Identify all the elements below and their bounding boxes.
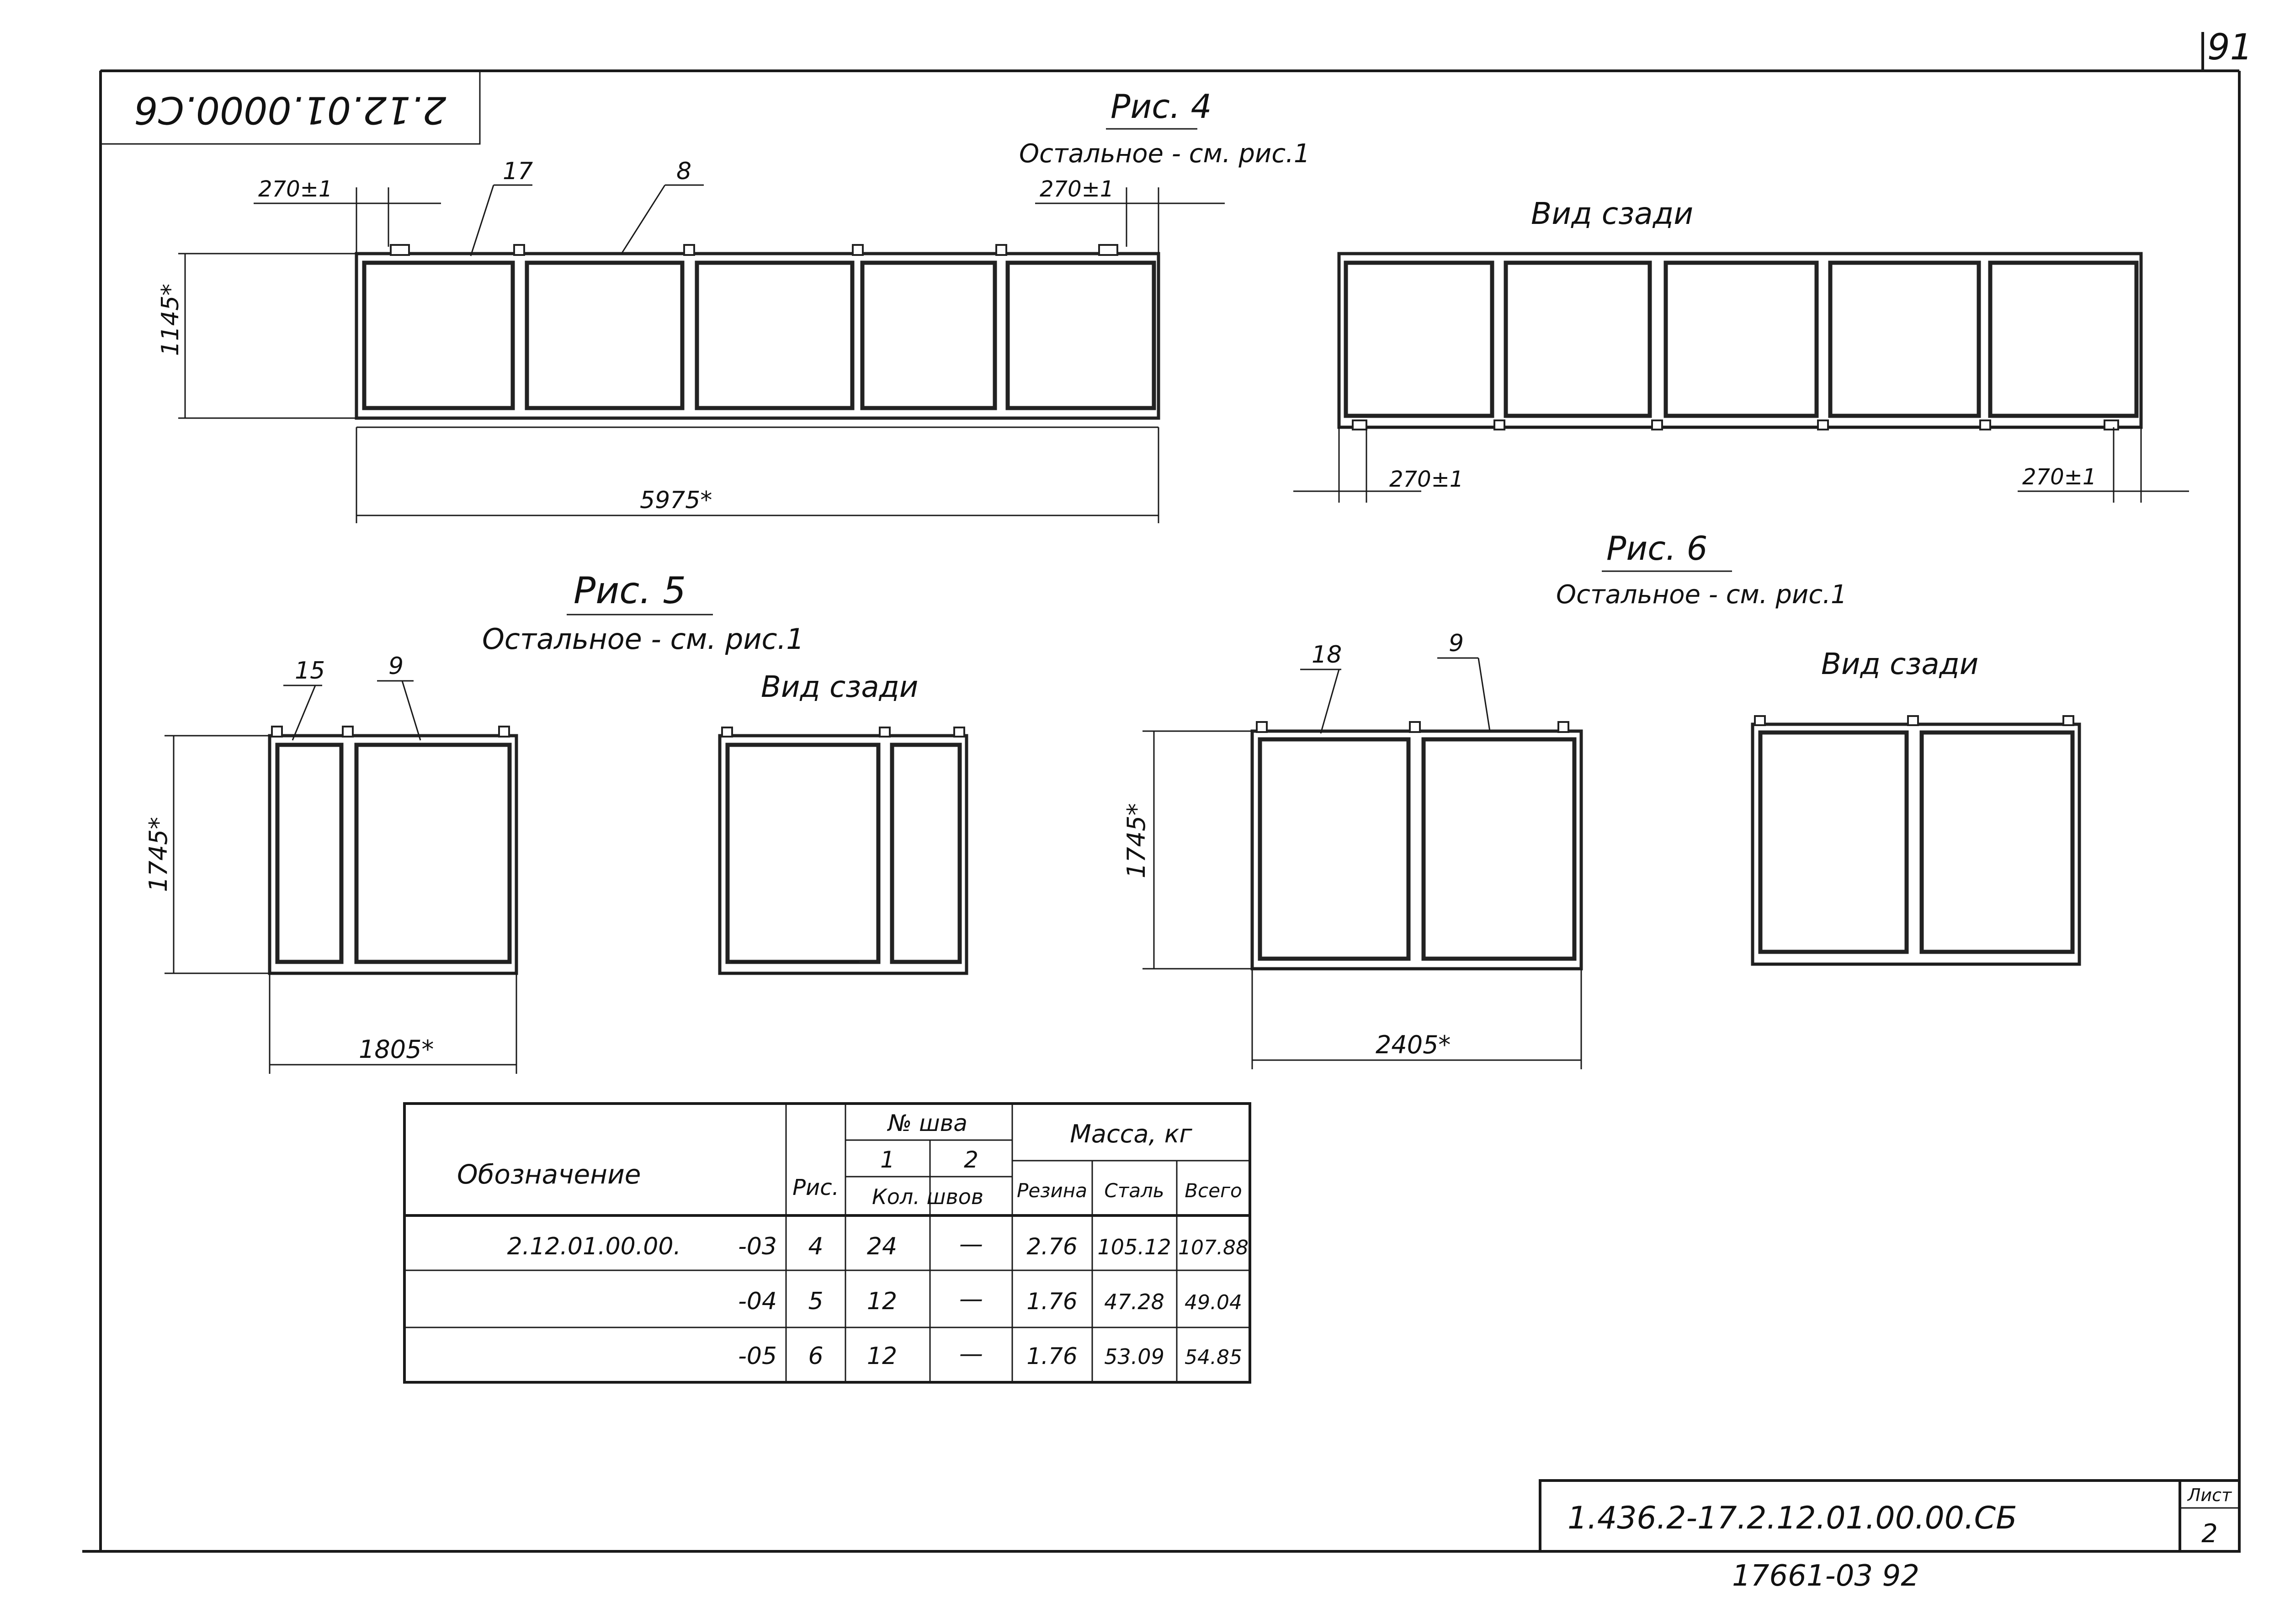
- row-rubber: 1.76: [1026, 1288, 1077, 1315]
- fig5-callout-9: 9: [388, 653, 404, 680]
- fig5-back-view: Вид сзади: [718, 670, 968, 975]
- fig4-dim-left: 270±1: [258, 176, 332, 202]
- th-seam-count: Кол. швов: [872, 1184, 983, 1209]
- fig5-callout-15: 15: [295, 657, 325, 685]
- rotated-stamp: 2.12.01.0000.С6: [100, 70, 481, 145]
- th-designation: Обозначение: [457, 1159, 641, 1190]
- fig4-dim-height: 1145*: [157, 284, 184, 356]
- row-rubber: 1.76: [1026, 1343, 1077, 1369]
- fig6-callout-18: 18: [1312, 641, 1342, 669]
- th-rubber: Резина: [1017, 1179, 1087, 1202]
- th-seam-no: № шва: [887, 1110, 967, 1136]
- table-row: -05 6 12 — 1.76 53.09 54.85: [738, 1340, 1242, 1370]
- row-steel: 47.28: [1104, 1290, 1164, 1314]
- stamp-code: 2.12.01.0000.С6: [134, 88, 446, 132]
- table-row: 2.12.01.00.00. -03 4 24 — 2.76 105.12 10…: [507, 1231, 1249, 1260]
- spec-table: Обозначение Рис. № шва 1 2 Кол. швов Мас…: [403, 1102, 1251, 1384]
- row-total: 54.85: [1185, 1346, 1242, 1369]
- fig5-dim-width: 1805*: [359, 1035, 434, 1064]
- row-variant: -03: [738, 1233, 777, 1260]
- archive-number: 17661-03 92: [1732, 1559, 1919, 1593]
- fig4-callout-8: 8: [676, 158, 691, 185]
- doc-code: 1.436.2-17.2.12.01.00.00.СБ: [1568, 1500, 2017, 1536]
- fig5-back-title: Вид сзади: [761, 670, 918, 704]
- table-row: -04 5 12 — 1.76 47.28 49.04: [738, 1285, 1242, 1315]
- fig6-back-view: Вид сзади: [1751, 647, 2081, 966]
- row-variant: -04: [738, 1288, 777, 1315]
- row-total: 49.04: [1185, 1291, 1242, 1314]
- row-code: 2.12.01.00.00.: [507, 1233, 681, 1260]
- fig6-front-view: Рис. 6 Остальное - см. рис.1 18 9 1745* …: [1122, 529, 1847, 1069]
- fig4-back-title: Вид сзади: [1531, 196, 1693, 231]
- row-seam2: —: [959, 1340, 983, 1368]
- row-seam1: 12: [867, 1288, 897, 1315]
- fig4-back-view: Вид сзади 270±1 270±1: [1293, 196, 2189, 503]
- fig6-callout-9: 9: [1449, 630, 1464, 657]
- fig4-back-dim-left: 270±1: [1389, 467, 1463, 492]
- fig5-note: Остальное - см. рис.1: [482, 622, 804, 656]
- fig4-callout-17: 17: [503, 158, 533, 185]
- row-seam1: 24: [867, 1233, 897, 1260]
- fig6-dim-width: 2405*: [1376, 1030, 1451, 1059]
- th-steel: Сталь: [1104, 1179, 1164, 1202]
- row-rubber: 2.76: [1026, 1233, 1077, 1260]
- th-seam-1: 1: [880, 1146, 895, 1173]
- fig4-title: Рис. 4: [1111, 87, 1212, 126]
- fig5-front-view: Рис. 5 Остальное - см. рис.1 15 9 1745* …: [144, 569, 804, 1074]
- row-fig: 5: [808, 1288, 823, 1315]
- fig4-dim-right: 270±1: [1040, 176, 1114, 202]
- fig4-back-dim-right: 270±1: [2022, 464, 2096, 490]
- row-total: 107.88: [1178, 1236, 1249, 1259]
- fig6-note: Остальное - см. рис.1: [1556, 580, 1847, 610]
- fig6-back-title: Вид сзади: [1821, 647, 1978, 681]
- fig4-dim-width: 5975*: [640, 487, 712, 514]
- th-mass: Масса, кг: [1070, 1120, 1192, 1148]
- row-fig: 4: [808, 1233, 823, 1260]
- row-steel: 105.12: [1098, 1235, 1171, 1259]
- th-fig: Рис.: [792, 1175, 839, 1200]
- row-seam2: —: [959, 1285, 983, 1313]
- row-seam1: 12: [867, 1343, 897, 1370]
- row-seam2: —: [959, 1231, 983, 1258]
- fig5-title: Рис. 5: [574, 569, 686, 612]
- fig6-title: Рис. 6: [1606, 529, 1707, 568]
- fig4-frame: [355, 244, 1160, 428]
- row-variant: -05: [738, 1343, 777, 1370]
- row-steel: 53.09: [1104, 1344, 1164, 1369]
- row-fig: 6: [808, 1343, 823, 1370]
- page-number: 91: [2207, 27, 2253, 68]
- th-total: Всего: [1185, 1179, 1242, 1202]
- sheet-label: Лист: [2187, 1485, 2232, 1505]
- fig5-dim-height: 1745*: [144, 817, 173, 892]
- fig4-note: Остальное - см. рис.1: [1019, 139, 1310, 169]
- sheet-number: 2: [2201, 1519, 2218, 1549]
- fig4-front-view: Рис. 4 Остальное - см. рис.1 17 8 270±1: [157, 87, 1310, 523]
- fig6-dim-height: 1745*: [1122, 803, 1151, 878]
- title-block: 1.436.2-17.2.12.01.00.00.СБ Лист 2: [1539, 1479, 2241, 1553]
- th-seam-2: 2: [964, 1146, 978, 1173]
